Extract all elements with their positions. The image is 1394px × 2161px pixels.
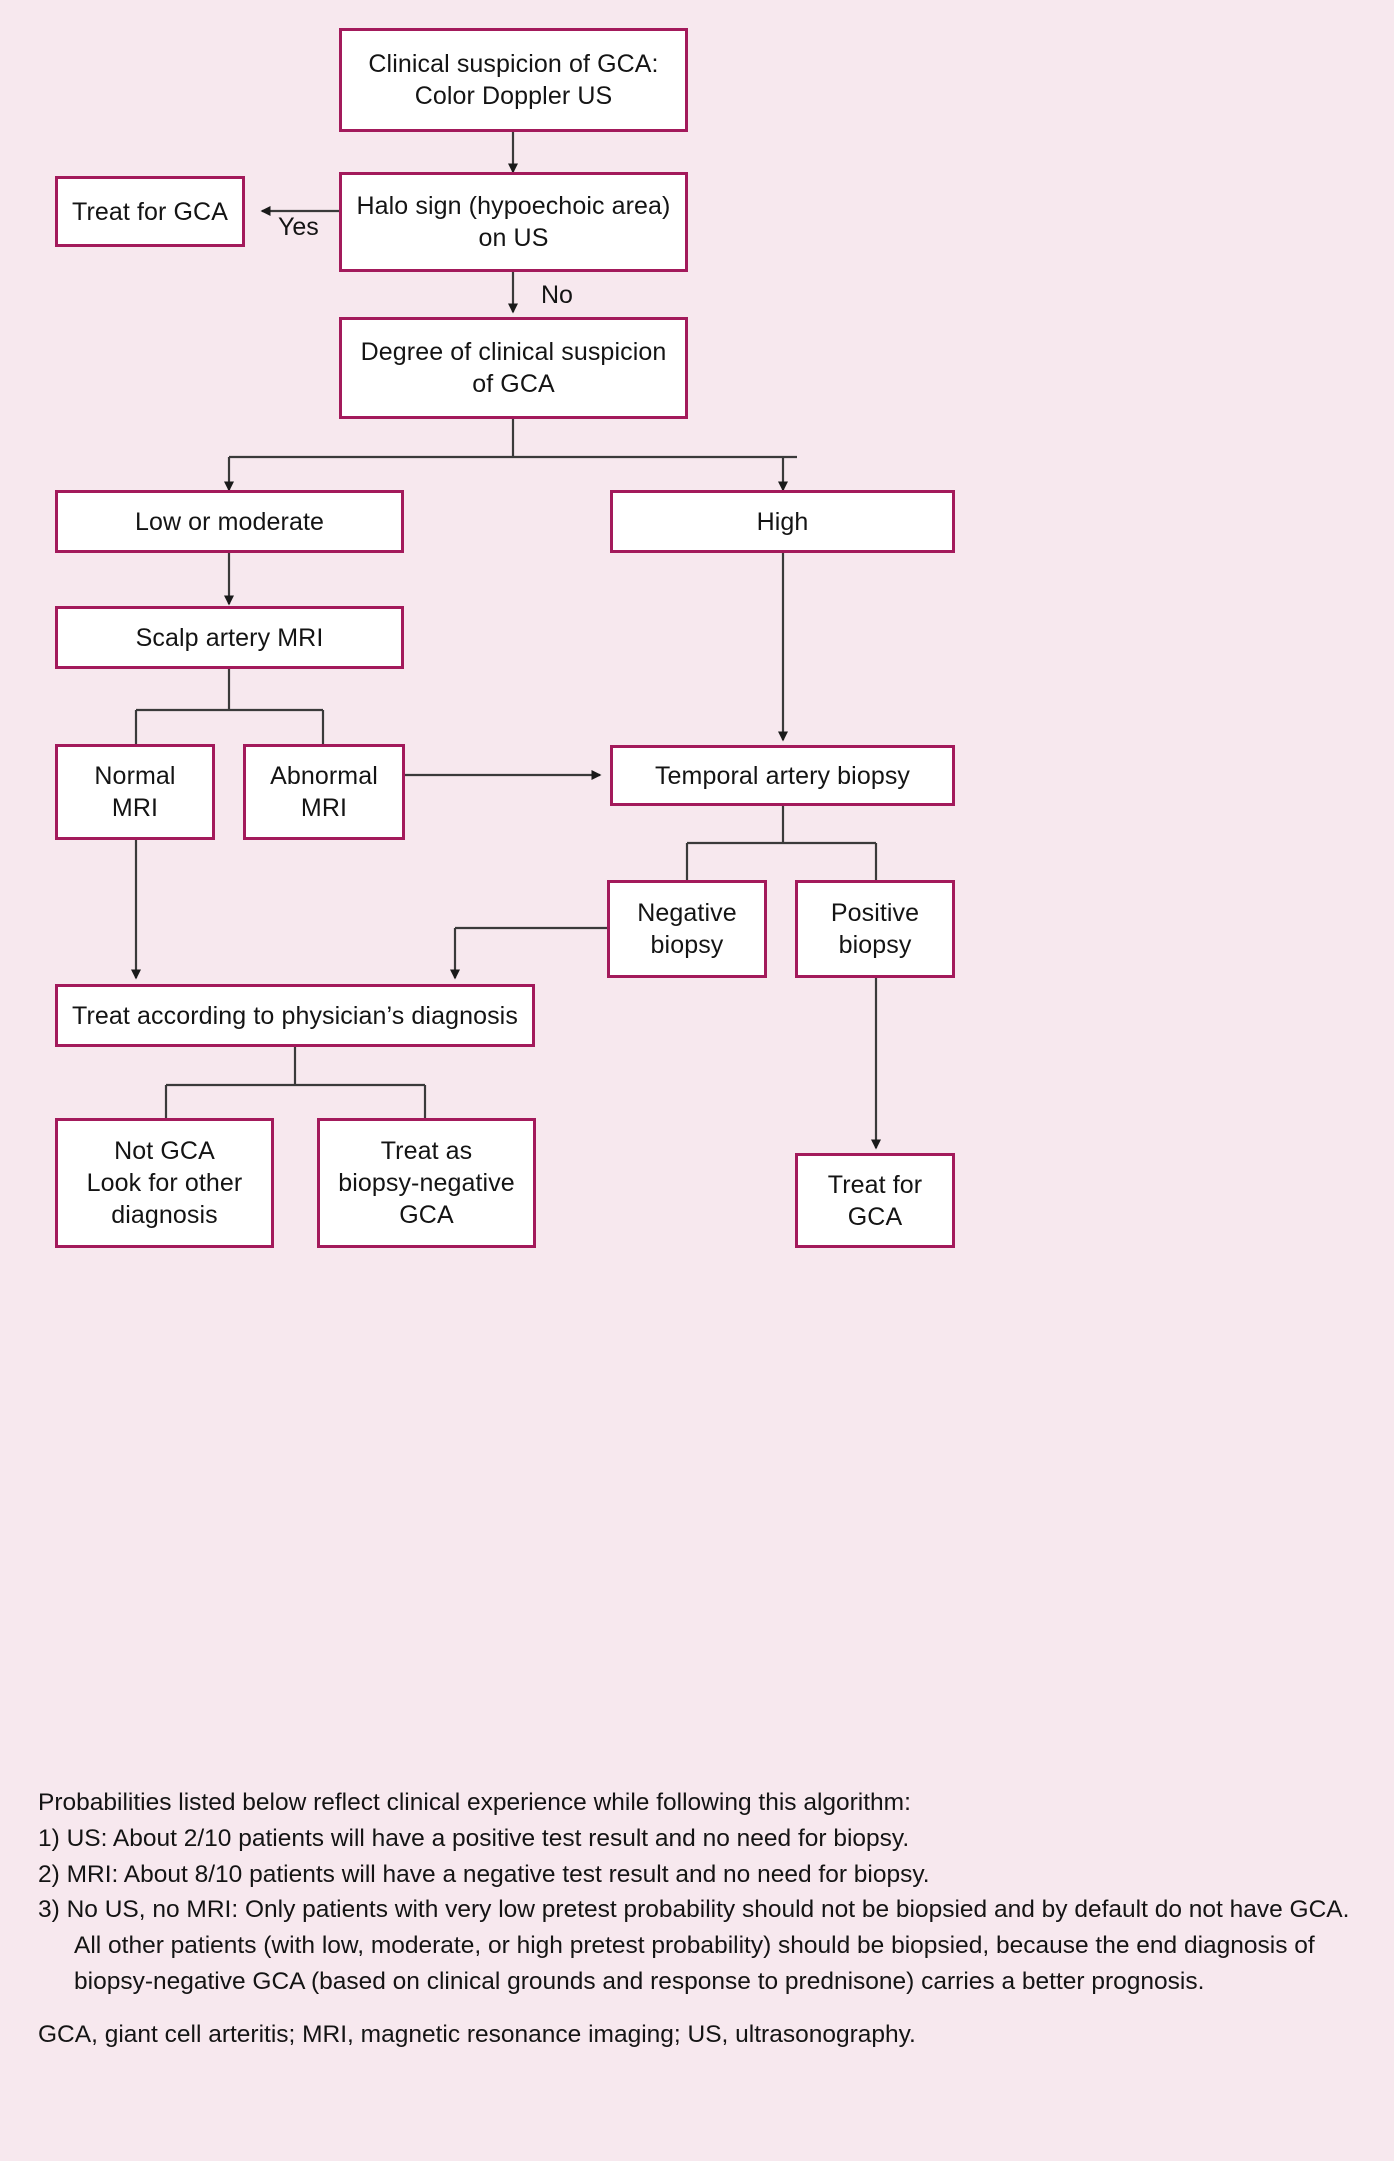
- footnote-item-1: 1) US: About 2/10 patients will have a p…: [38, 1824, 910, 1852]
- node-treat-per-physician[interactable]: Treat according to physician’s diagnosis: [55, 984, 535, 1047]
- node-not-gca[interactable]: Not GCA Look for other diagnosis: [55, 1118, 274, 1248]
- footnote-spacer: [38, 2000, 1368, 2017]
- node-treat-for-gca-bottom[interactable]: Treat for GCA: [795, 1153, 955, 1248]
- node-treat-for-gca-top[interactable]: Treat for GCA: [55, 176, 245, 247]
- node-treat-biopsy-negative[interactable]: Treat as biopsy-negative GCA: [317, 1118, 536, 1248]
- node-negative-biopsy[interactable]: Negative biopsy: [607, 880, 767, 978]
- node-high[interactable]: High: [610, 490, 955, 553]
- edge-label-no: No: [541, 281, 573, 309]
- node-scalp-artery-mri[interactable]: Scalp artery MRI: [55, 606, 404, 669]
- node-clinical-suspicion[interactable]: Clinical suspicion of GCA: Color Doppler…: [339, 28, 688, 132]
- node-positive-biopsy[interactable]: Positive biopsy: [795, 880, 955, 978]
- footnote-intro: Probabilities listed below reflect clini…: [38, 1789, 911, 1816]
- node-degree-of-suspicion[interactable]: Degree of clinical suspicion of GCA: [339, 317, 688, 419]
- node-temporal-artery-biopsy[interactable]: Temporal artery biopsy: [610, 745, 955, 806]
- footnotes-block: Probabilities listed below reflect clini…: [38, 1785, 1368, 2052]
- node-abnormal-mri[interactable]: Abnormal MRI: [243, 744, 405, 840]
- edge-label-yes: Yes: [278, 213, 319, 241]
- footnote-item-2: 2) MRI: About 8/10 patients will have a …: [38, 1860, 930, 1888]
- footnote-abbreviations: GCA, giant cell arteritis; MRI, magnetic…: [38, 2020, 916, 2048]
- node-halo-sign[interactable]: Halo sign (hypoechoic area) on US: [339, 172, 688, 272]
- node-normal-mri[interactable]: Normal MRI: [55, 744, 215, 840]
- node-low-or-moderate[interactable]: Low or moderate: [55, 490, 404, 553]
- footnote-item-3: 3) No US, no MRI: Only patients with ver…: [38, 1896, 1350, 1995]
